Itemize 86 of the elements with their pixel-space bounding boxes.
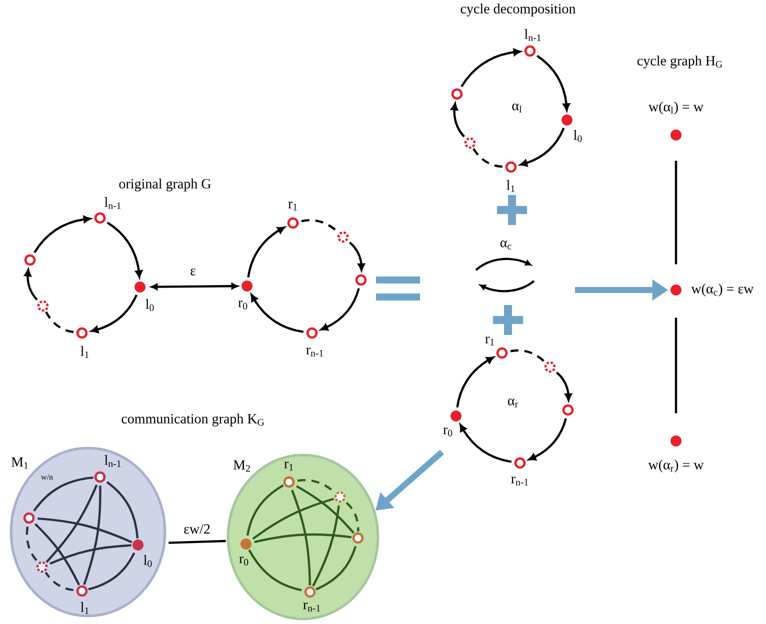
vertex-label: l$_{n-1}$ (104, 197, 121, 209)
vertex-label: r$_{1}$ (288, 202, 297, 210)
arrow (460, 48, 521, 88)
edge-line (252, 498, 334, 540)
edge-line (168, 540, 226, 544)
cluster-label: M$_{1}$ (12, 457, 28, 469)
graph-vertex (37, 300, 49, 312)
arrow (460, 424, 512, 463)
edge-line (44, 572, 74, 592)
arrow (90, 294, 138, 334)
panel-title: original graph G (119, 178, 211, 192)
arrow (456, 356, 494, 408)
graph-vertex (334, 491, 346, 503)
arrow (106, 222, 142, 278)
graph-vertex (23, 512, 35, 524)
edge-line (33, 476, 94, 512)
edge-line (248, 549, 302, 592)
arrow (34, 216, 91, 254)
graph-vertex (562, 404, 574, 416)
vertex-label: w(α$_{l}$) = w (648, 102, 704, 114)
vertex-label: w(α$_{c}$) = εw (691, 284, 754, 296)
graph-vertex (352, 532, 364, 544)
edge-line (45, 311, 74, 334)
edge-label: ε (189, 268, 197, 276)
vertex-label: l$_{0}$ (146, 299, 154, 311)
vertex-label: l$_{n-1}$ (104, 455, 121, 467)
vertex-label: r$_{1}$ (485, 336, 494, 346)
arrow (450, 102, 465, 138)
edge-label: εw/2 (182, 523, 212, 535)
edge-line (510, 349, 546, 364)
vertex-label: r$_{0}$ (239, 556, 248, 566)
graph-vertex (544, 361, 556, 373)
graph-vertex (36, 561, 48, 573)
arrow (24, 268, 38, 300)
edge-line (83, 486, 102, 586)
arrow (528, 418, 567, 460)
vertex-label: r$_{1}$ (284, 462, 293, 470)
graph-vertex (24, 254, 36, 266)
edge-line (346, 502, 360, 532)
arrow (520, 128, 565, 167)
cycle-label: α$_{l}$ (512, 104, 522, 112)
graph-vertex (355, 274, 367, 286)
vertex-label: l$_{1}$ (506, 180, 515, 192)
panel-title: cycle graph H$_{G}$ (637, 56, 722, 68)
arrow (150, 282, 238, 290)
edge-line (291, 490, 312, 586)
graph-vertex (451, 88, 463, 100)
edge-line (38, 517, 132, 544)
edge-line (674, 318, 678, 414)
vertex-label: r$_{n-1}$ (306, 348, 324, 356)
vertex-label: w(α$_{r}$) = w (648, 460, 704, 472)
edge-line (674, 160, 678, 264)
edge-line (88, 552, 136, 590)
arrow (320, 288, 360, 331)
edge-line (106, 481, 139, 538)
edge-line (316, 546, 357, 590)
vertex-label: r$_{n-1}$ (511, 476, 528, 486)
edge-line (50, 544, 132, 565)
cluster-label: M$_{2}$ (234, 460, 250, 472)
arrow (247, 226, 285, 278)
arrow (556, 372, 572, 401)
panel-title: cycle decomposition (460, 4, 576, 16)
edge-line (472, 148, 502, 168)
arrow (536, 54, 570, 111)
vertex-label: l$_{1}$ (80, 602, 89, 614)
vertex-label: r$_{n-1}$ (303, 602, 320, 612)
edge-line (246, 484, 284, 536)
edge-line (312, 505, 340, 587)
vertex-label: l$_{n-1}$ (524, 29, 541, 41)
cycle-label: α$_{c}$ (500, 240, 512, 250)
vertex-label: l$_{0}$ (144, 555, 152, 567)
arrow (348, 242, 365, 271)
graph-vertex (337, 231, 349, 243)
vertex-label: l$_{0}$ (574, 130, 582, 142)
edge-line (296, 485, 354, 534)
arrow (250, 294, 304, 333)
vertex-label: l$_{1}$ (80, 346, 89, 358)
edge-line (254, 533, 352, 544)
cycle-label: α$_{r}$ (508, 398, 518, 408)
vertex-label: r$_{0}$ (238, 300, 248, 310)
graph-vertex (464, 137, 476, 149)
edge-line (26, 524, 38, 562)
edge-line (46, 484, 98, 563)
panel-title: communication graph K$_{G}$ (122, 414, 264, 426)
edge-line (34, 523, 80, 586)
vertex-label: r$_{0}$ (443, 428, 452, 436)
